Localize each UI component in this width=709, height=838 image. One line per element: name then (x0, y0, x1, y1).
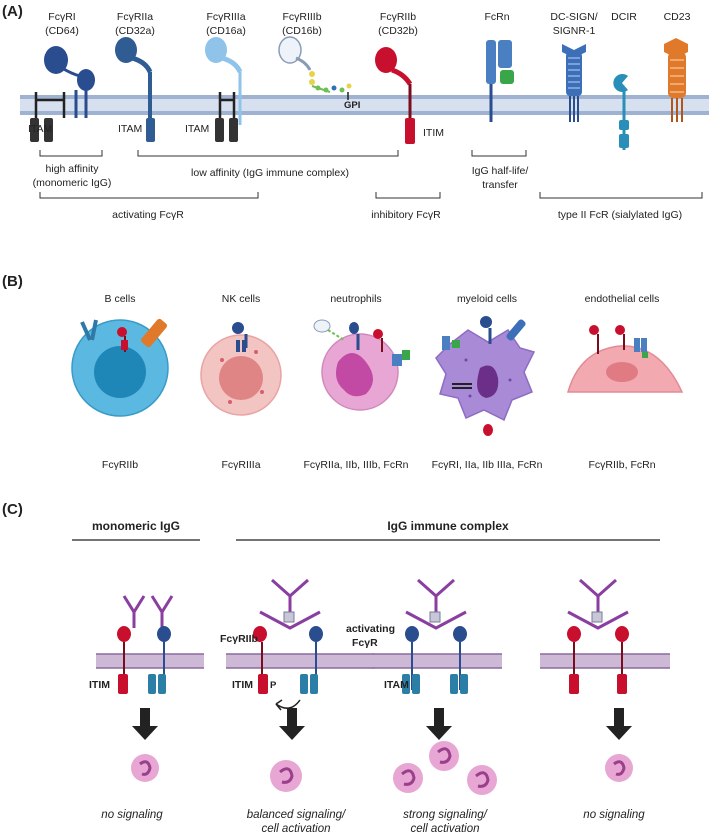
phospho-label: P (270, 680, 277, 691)
receptor-alias-fcgr2b: (CD32b) (378, 25, 418, 37)
activating-label-c-line2: FcγR (352, 637, 378, 649)
fcgr2a-receptor (115, 37, 155, 142)
receptor-name-fcgr3b: FcγRIIIb (282, 11, 321, 23)
cell-title-nk: NK cells (222, 293, 261, 305)
dcir-receptor (613, 73, 629, 150)
receptor-alias-fcgr3b: (CD16b) (282, 25, 322, 37)
fcgr2b-receptor (375, 47, 415, 144)
panel-a-label: (A) (2, 3, 23, 20)
itim-label-c1: ITIM (89, 679, 110, 691)
receptor-name-fcgr1: FcγRI (48, 11, 75, 23)
panel-c-label: (C) (2, 501, 23, 518)
high-affinity-label: high affinity (46, 163, 100, 175)
half-life-label: IgG half-life/ (472, 165, 529, 177)
itim-label-c2: ITIM (232, 679, 253, 691)
receptor-name-cd23: CD23 (664, 11, 691, 23)
type2-label: type II FcR (sialylated IgG) (558, 209, 682, 221)
inhibitory-label: inhibitory FcγR (371, 209, 441, 221)
fcrn-receptor (486, 40, 514, 122)
dcsign-receptor (562, 44, 586, 122)
group-brackets (39, 150, 703, 199)
itam-label-3: ITAM (185, 123, 209, 135)
monomeric-heading: monomeric IgG (92, 519, 180, 533)
cell-receptors-nk: FcγRIIIa (221, 459, 260, 471)
nk-cell-illustration (200, 322, 282, 416)
itam-label-1: ITAM (28, 123, 52, 135)
receptor-alias-fcgr2a: (CD32a) (115, 25, 155, 37)
neutrophil-illustration (313, 319, 410, 411)
activating-label: activating FcγR (112, 209, 184, 221)
outcome-3-line2: cell activation (410, 823, 479, 835)
scenario-balanced (253, 578, 323, 711)
cell-receptors-bcells: FcγRIIb (102, 459, 138, 471)
scenario-strong (402, 578, 468, 694)
outcome-3-line1: strong signaling/ (403, 809, 489, 821)
fcgr3b-receptor (278, 36, 352, 100)
outcome-4-line1: no signaling (583, 809, 645, 821)
fcgr3a-receptor (205, 37, 243, 125)
half-life-sublabel: transfer (482, 179, 518, 191)
cd23-receptor (664, 38, 688, 122)
receptor-name-dcir: DCIR (611, 11, 637, 23)
receptor-alias-fcgr3a: (CD16a) (206, 25, 246, 37)
receptor-labels: FcγRI (CD64) FcγRIIa (CD32a) FcγRIIIa (C… (45, 11, 690, 37)
outcome-1-line1: no signaling (101, 809, 163, 821)
high-affinity-sublabel: (monomeric IgG) (33, 177, 112, 189)
scenario-no-signaling (567, 578, 629, 694)
itam-label-2: ITAM (118, 123, 142, 135)
outcome-2-line1: balanced signaling/ (247, 809, 347, 821)
immune-complex-heading: IgG immune complex (387, 519, 509, 533)
endothelial-illustration (567, 325, 684, 393)
outcome-cells (131, 741, 633, 795)
cell-title-endothelial: endothelial cells (585, 293, 660, 305)
receptor-alias-fcgr1: (CD64) (45, 25, 79, 37)
outcome-2-line2: cell activation (261, 823, 330, 835)
receptor-name-fcgr3a: FcγRIIIa (206, 11, 245, 23)
itam-chain-fcgr3a (215, 92, 238, 142)
fcgr2b-label-c: FcγRIIb (220, 633, 258, 645)
cell-receptors-endothelial: FcγRIIb, FcRn (588, 459, 655, 471)
membranes-c (96, 653, 670, 669)
low-affinity-label: low affinity (IgG immune complex) (191, 167, 349, 179)
fcgr1-receptor (44, 46, 95, 118)
bcell-illustration (71, 318, 169, 417)
receptor-name-fcgr2b: FcγRIIb (380, 11, 416, 23)
receptor-name-fcgr2a: FcγRIIa (117, 11, 153, 23)
receptor-alias-dcsign: SIGNR-1 (553, 25, 596, 37)
cell-title-neutrophils: neutrophils (330, 293, 381, 305)
cell-title-bcells: B cells (105, 293, 136, 305)
itim-label-a: ITIM (423, 127, 444, 139)
receptor-name-fcrn: FcRn (484, 11, 509, 23)
itam-chain-fcgr1 (30, 92, 66, 142)
cell-receptors-myeloid: FcγRI, IIa, IIb IIIa, FcRn (432, 459, 543, 471)
scenario-monomeric (117, 595, 174, 694)
receptor-name-dcsign: DC-SIGN/ (550, 11, 597, 23)
outcome-arrows (132, 708, 632, 740)
cell-title-myeloid: myeloid cells (457, 293, 517, 305)
myeloid-illustration (435, 316, 536, 436)
itam-label-c: ITAM (384, 679, 409, 691)
activating-label-c-line1: activating (346, 623, 395, 635)
panel-b-label: (B) (2, 273, 23, 290)
gpi-label: GPI (344, 100, 360, 111)
membrane-a (20, 95, 709, 115)
cell-receptors-neutrophils: FcγRIIa, IIb, IIIb, FcRn (303, 459, 408, 471)
